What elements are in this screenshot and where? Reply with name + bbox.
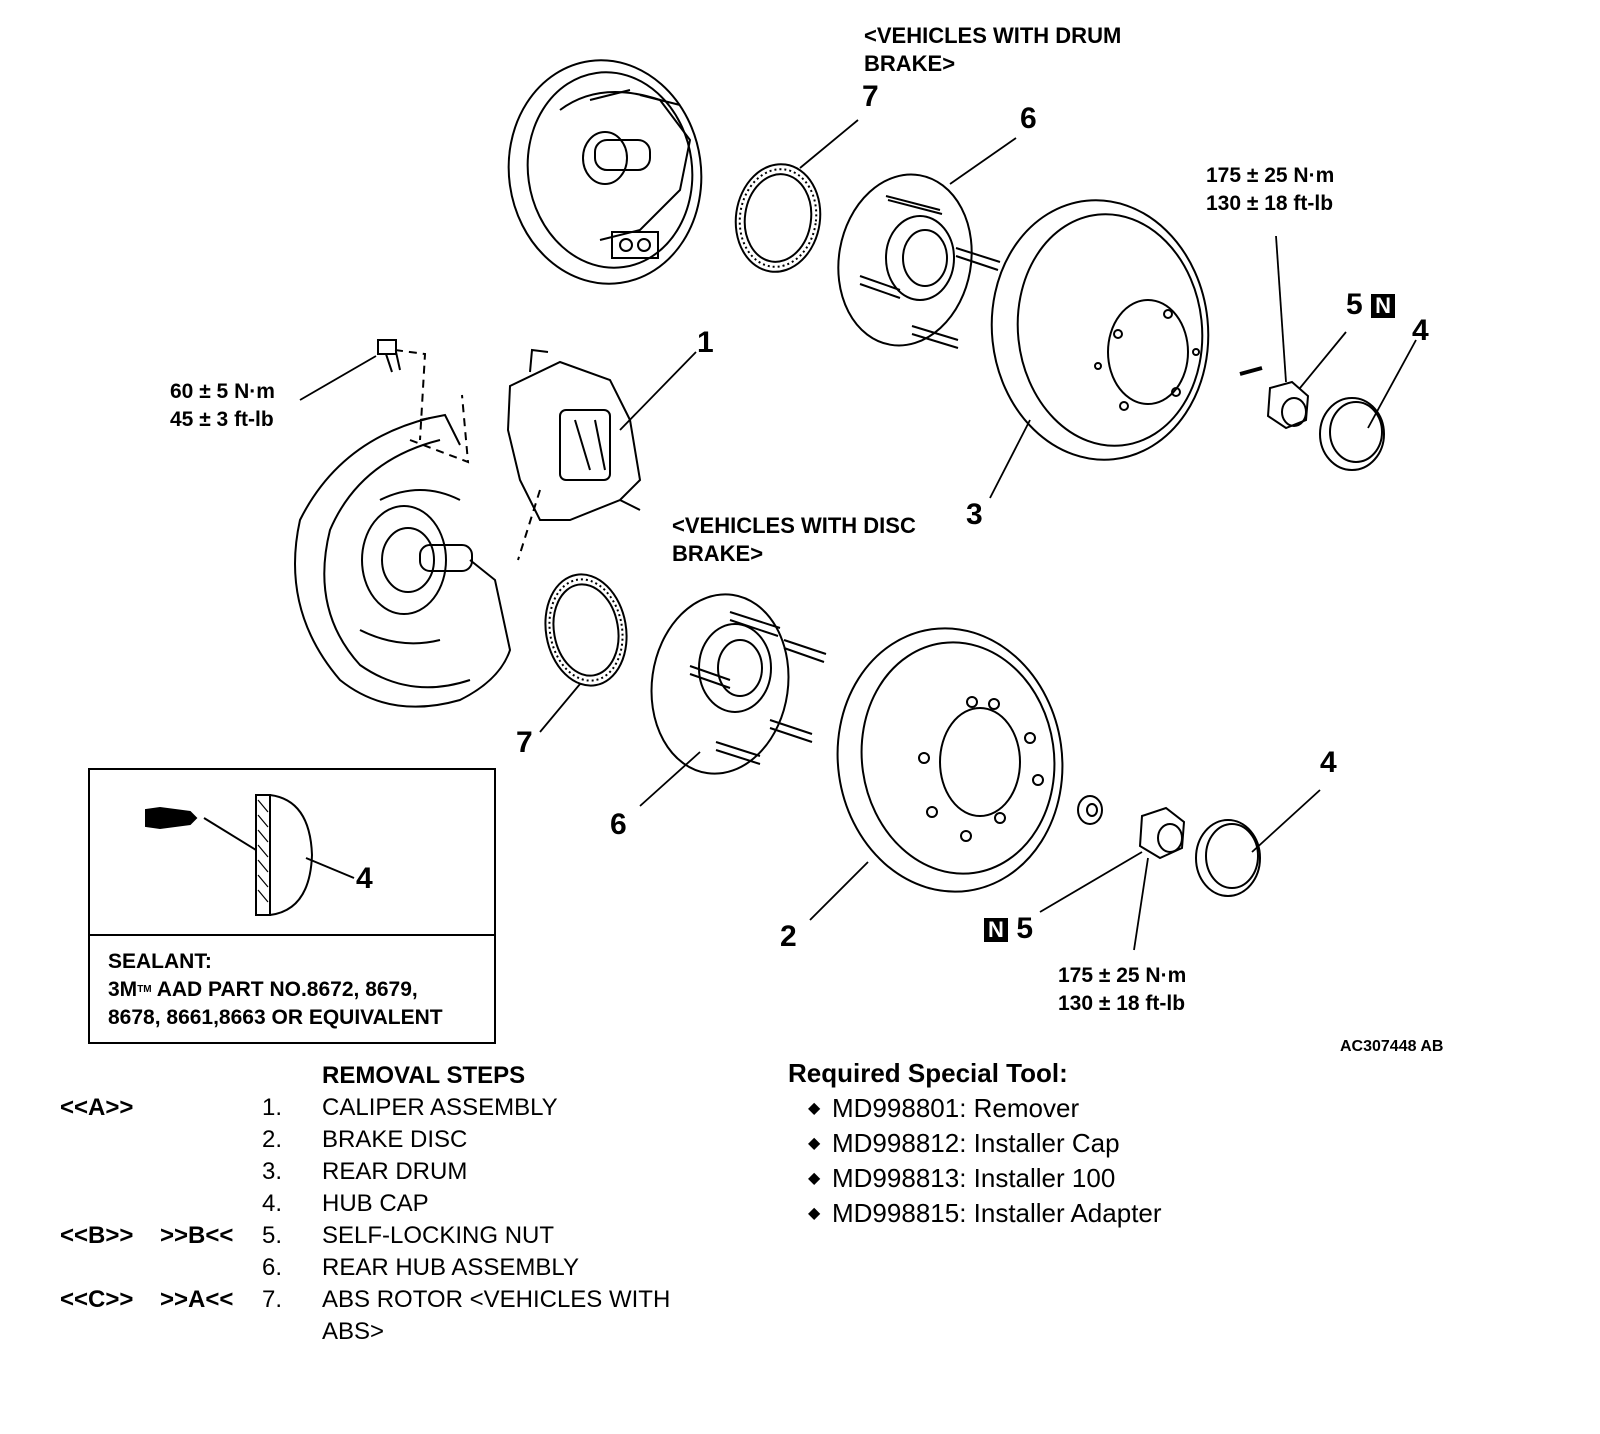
special-tool-item: ◆MD998801: Remover <box>788 1091 1162 1126</box>
sealant-line1: 3MTM AAD PART NO.8672, 8679, <box>108 978 418 1001</box>
callout-4-sealant: 4 <box>356 862 373 895</box>
washer-disc <box>1077 795 1103 825</box>
rear-drum <box>990 199 1263 461</box>
hub-assembly-drum <box>837 173 1001 349</box>
removal-steps-title: REMOVAL STEPS <box>322 1062 526 1089</box>
special-tool-item: ◆MD998815: Installer Adapter <box>788 1196 1162 1231</box>
drum-variant-label: <VEHICLES WITH DRUM BRAKE> <box>864 23 1122 76</box>
hub-cap-drum <box>1319 397 1385 471</box>
exploded-view-diagram: <VEHICLES WITH DRUM BRAKE> <VEHICLES WIT… <box>145 23 1444 1055</box>
bullet-icon: ◆ <box>808 1100 821 1117</box>
special-tools-list: ◆MD998801: Remover ◆MD998812: Installer … <box>788 1091 1162 1231</box>
callout-7-disc: 7 <box>516 726 533 759</box>
n-mark-icon: N <box>984 918 1008 943</box>
brake-disc <box>836 627 1064 893</box>
callout-4-drum: 4 <box>1412 314 1429 347</box>
bullet-icon: ◆ <box>808 1135 821 1152</box>
abs-rotor-drum <box>734 163 822 273</box>
special-tools-title: Required Special Tool: <box>788 1058 1068 1088</box>
callout-3-drum: 3 <box>966 498 983 531</box>
sealant-box: SEALANT: 3MTM AAD PART NO.8672, 8679, 86… <box>88 768 496 1044</box>
caliper-bolt <box>377 339 401 373</box>
callout-6-disc: 6 <box>610 808 627 841</box>
figure-code: AC307448 AB <box>1340 1038 1444 1055</box>
disc-variant-label: <VEHICLES WITH DISC BRAKE> <box>672 513 916 566</box>
drum-backing-plate <box>507 59 703 285</box>
special-tools: Required Special Tool: ◆MD998801: Remove… <box>788 1058 1162 1231</box>
callout-7-drum: 7 <box>862 80 879 113</box>
sealant-detail-drawing <box>145 794 355 916</box>
n-mark-icon: N <box>1371 294 1396 319</box>
bullet-icon: ◆ <box>808 1170 821 1187</box>
leader-lines <box>299 119 1417 951</box>
callout-5-disc: N 5 <box>984 912 1033 946</box>
bullet-icon: ◆ <box>808 1205 821 1222</box>
hub-cap-disc <box>1195 819 1261 897</box>
callout-4-disc: 4 <box>1320 746 1337 779</box>
special-tool-item: ◆MD998812: Installer Cap <box>788 1126 1162 1161</box>
callout-6-drum: 6 <box>1020 102 1037 135</box>
callout-2-disc: 2 <box>780 920 797 953</box>
sealant-divider <box>90 934 494 936</box>
callout-1-caliper: 1 <box>697 326 714 359</box>
assembly-guide-lines <box>394 349 541 561</box>
callout-5-drum: 5 N <box>1346 288 1396 322</box>
sealant-line2: 8678, 8661,8663 OR EQUIVALENT <box>108 1006 443 1029</box>
disc-backing-plate <box>294 413 512 708</box>
self-locking-nut-drum <box>1266 380 1310 430</box>
special-tool-item: ◆MD998813: Installer 100 <box>788 1161 1162 1196</box>
sealant-text: SEALANT: 3MTM AAD PART NO.8672, 8679, 86… <box>108 948 443 1032</box>
caliper-assembly <box>506 348 642 521</box>
hub-assembly-disc <box>650 593 827 775</box>
brake-assembly-drawing <box>145 59 1417 951</box>
self-locking-nut-disc <box>1138 806 1186 860</box>
abs-rotor-disc <box>544 573 628 687</box>
sealant-title: SEALANT: <box>108 950 212 973</box>
